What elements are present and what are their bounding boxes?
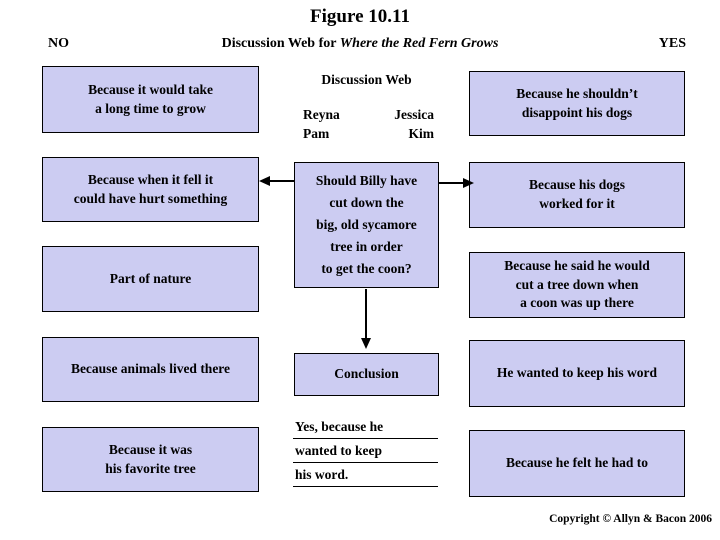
answer-line-3: his word.	[293, 463, 438, 487]
yes-reason-box-5: Because he felt he had to	[469, 430, 685, 497]
discussion-web-heading: Discussion Web	[321, 72, 412, 87]
student-names: Reyna Jessica Pam Kim	[303, 105, 434, 143]
no-reason-box-3: Part of nature	[42, 246, 259, 312]
name-reyna: Reyna	[303, 107, 340, 122]
no-side-label: NO	[48, 36, 69, 51]
slide-subtitle: Discussion Web for Where the Red Fern Gr…	[0, 36, 720, 52]
yes-reason-box-3: Because he said he would cut a tree down…	[469, 252, 685, 318]
arrow-right-icon	[438, 178, 474, 188]
conclusion-box: Conclusion	[294, 353, 439, 396]
names-row-2: Pam Kim	[303, 124, 434, 143]
question-box: Should Billy have cut down the big, old …	[294, 162, 439, 288]
name-jessica: Jessica	[394, 107, 434, 122]
answer-line-2: wanted to keep	[293, 439, 438, 463]
conclusion-answer: Yes, because he wanted to keep his word.	[293, 415, 438, 487]
subtitle-prefix: Discussion Web for	[221, 36, 340, 51]
no-reason-box-4: Because animals lived there	[42, 337, 259, 402]
answer-line-1: Yes, because he	[293, 415, 438, 439]
names-row-1: Reyna Jessica	[303, 105, 434, 124]
name-kim: Kim	[408, 126, 435, 141]
copyright-notice: Copyright © Allyn & Bacon 2006	[549, 513, 712, 525]
yes-reason-box-2: Because his dogs worked for it	[469, 162, 685, 228]
yes-reason-box-4: He wanted to keep his word	[469, 340, 685, 407]
yes-reason-box-1: Because he shouldn’t disappoint his dogs	[469, 71, 685, 136]
arrow-left-icon	[259, 176, 295, 186]
figure-title: Figure 10.11	[310, 6, 410, 27]
no-reason-box-2: Because when it fell it could have hurt …	[42, 157, 259, 222]
name-pam: Pam	[303, 126, 330, 141]
no-reason-box-1: Because it would take a long time to gro…	[42, 66, 259, 133]
no-reason-box-5: Because it was his favorite tree	[42, 427, 259, 492]
yes-side-label: YES	[658, 36, 686, 51]
book-title: Where the Red Fern Grows	[339, 36, 499, 51]
arrow-down-icon	[361, 289, 371, 349]
